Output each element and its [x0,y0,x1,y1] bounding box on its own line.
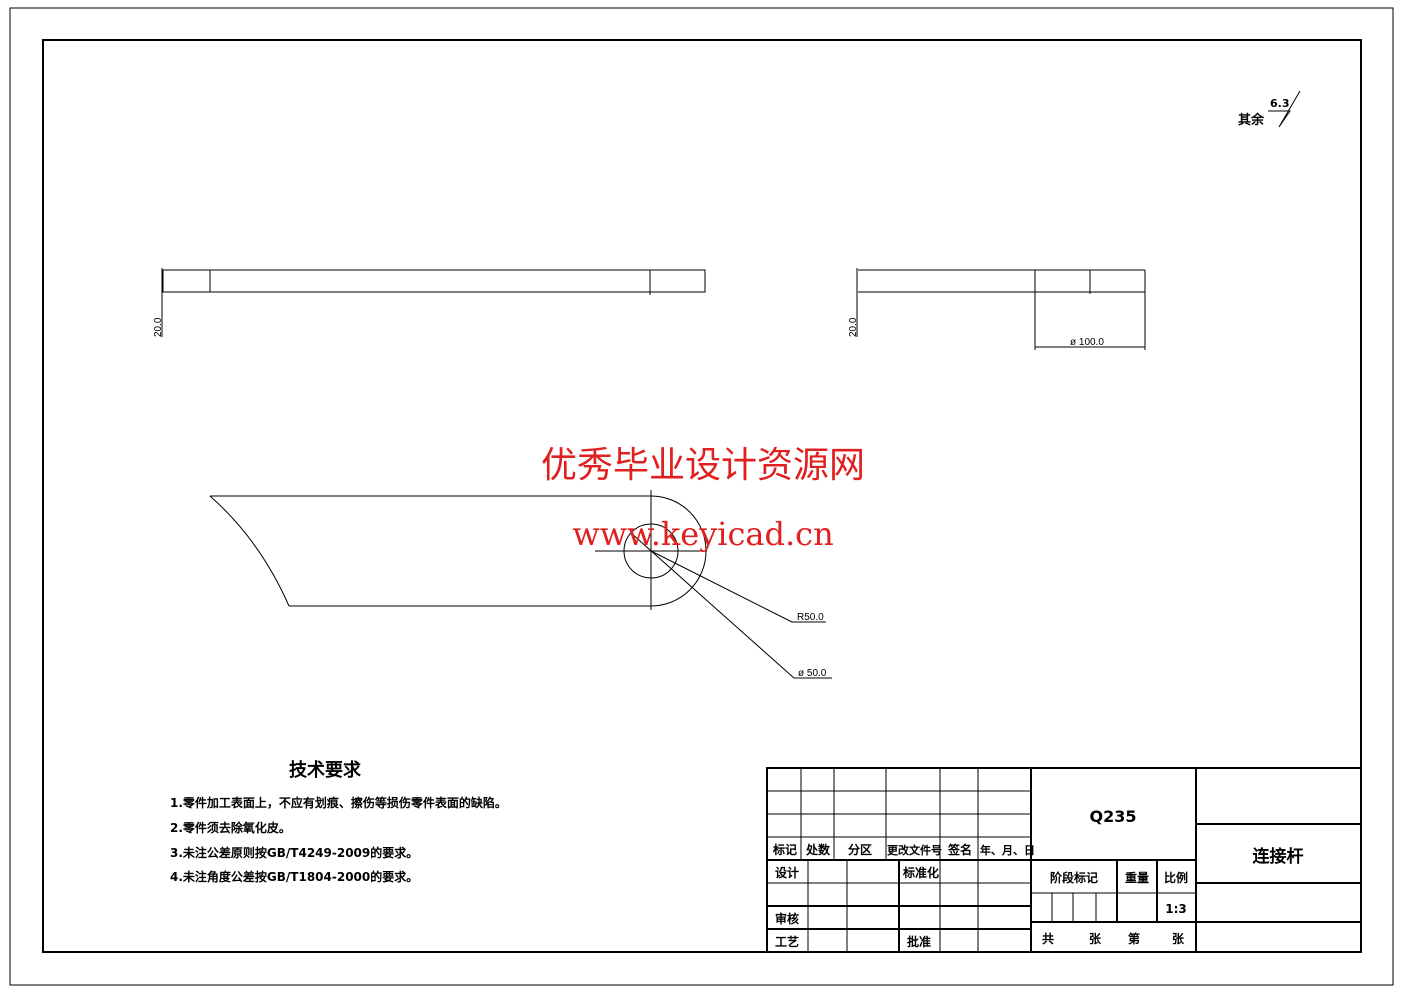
header-zone: 分区 [848,842,872,857]
outer-diameter-dim: ø 100.0 [1070,337,1104,348]
outer-border [9,7,1394,986]
sheet-no-label: 第 [1128,931,1140,946]
material: Q235 [1090,807,1137,826]
top-view [209,490,832,679]
header-count: 处数 [805,842,831,857]
roughness-value: 6.3 [1270,97,1290,110]
tech-requirements: 技术要求 1.零件加工表面上，不应有划痕、擦伤等损伤零件表面的缺陷。 2.零件须… [170,759,507,884]
part-name: 连接杆 [1253,846,1304,867]
sheets-label: 张 [1172,931,1185,946]
hole-diameter-dim: ø 50.0 [798,668,827,679]
roughness-prefix: 其余 [1238,112,1265,128]
front-thickness-dim: 20.0 [153,317,164,337]
front-view [161,268,706,337]
sheets-label: 张 [1089,931,1102,946]
header-change-doc: 更改文件号 [887,843,942,857]
header-signature: 签名 [947,842,972,857]
requirement-item: 4.未注角度公差按GB/T1804-2000的要求。 [170,869,418,884]
side-view [856,268,1146,350]
title-block [766,767,1362,953]
scale-label: 比例 [1164,870,1188,885]
header-mark: 标记 [772,842,797,857]
design-label: 设计 [775,865,799,880]
tech-requirements-title: 技术要求 [289,759,362,781]
requirement-item: 2.零件须去除氧化皮。 [170,820,291,835]
approve-label: 批准 [907,934,931,949]
side-thickness-dim: 20.0 [848,317,859,337]
watermark-url: www.keyicad.cn [572,515,833,553]
requirement-item: 1.零件加工表面上，不应有划痕、擦伤等损伤零件表面的缺陷。 [170,795,507,810]
radius-dim: R50.0 [797,612,824,623]
requirement-item: 3.未注公差原则按GB/T4249-2009的要求。 [170,845,418,860]
review-label: 审核 [775,911,799,926]
standardize-label: 标准化 [902,865,939,880]
process-label: 工艺 [775,934,799,949]
inner-frame [42,39,1362,953]
total-label: 共 [1042,931,1054,946]
header-date: 年、月、日 [980,843,1035,857]
roughness-symbol: 其余 6.3 [1238,90,1301,128]
title-block-text: 标记 处数 分区 更改文件号 签名 年、月、日 设计 标准化 审核 工艺 批准 … [772,807,1304,949]
stage-mark-label: 阶段标记 [1050,870,1098,885]
scale-value: 1:3 [1165,902,1187,916]
watermark-title: 优秀毕业设计资源网 [541,445,865,486]
weight-label: 重量 [1125,870,1149,885]
